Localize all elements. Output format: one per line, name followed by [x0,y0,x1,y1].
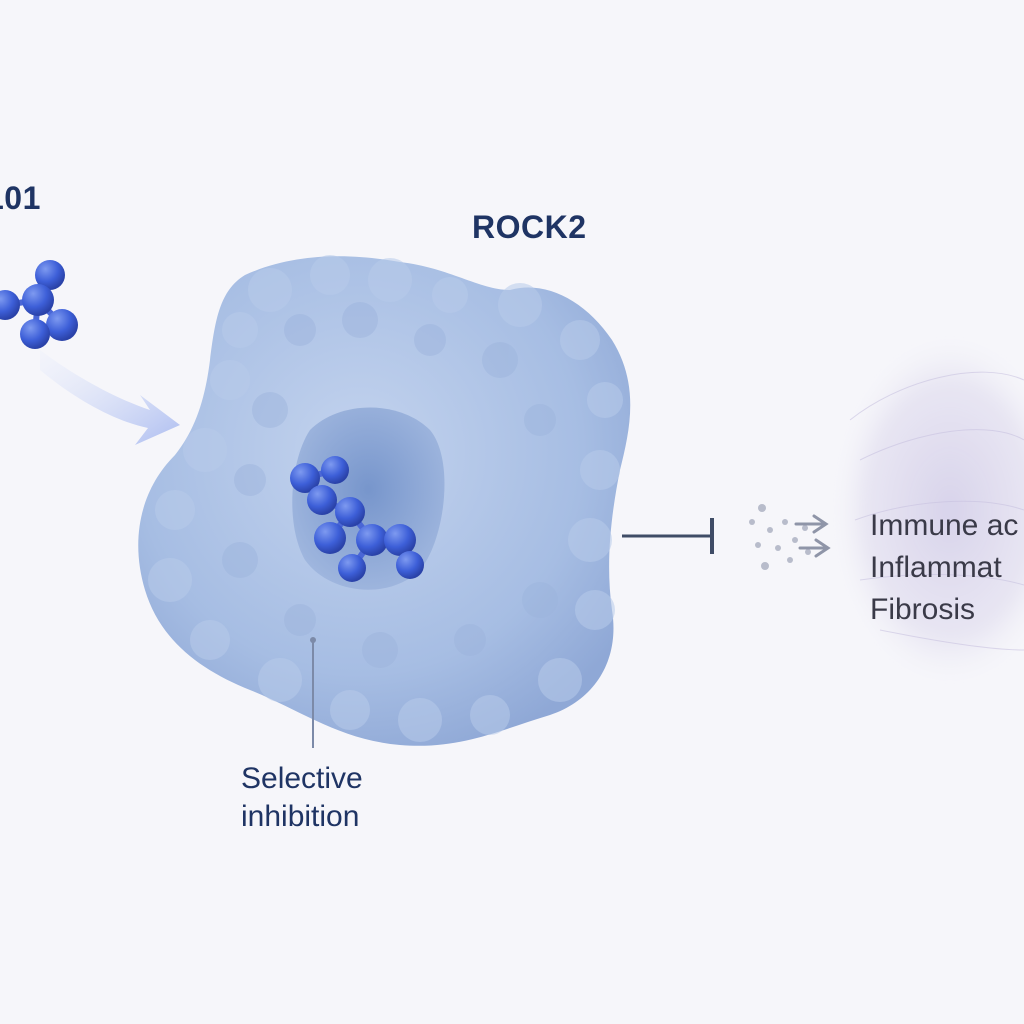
signal-particles [749,504,811,570]
downstream-effects-list: Immune ac Inflammat Fibrosis [870,505,1018,631]
rock2-protein [138,255,631,746]
selective-inhibition-line1: Selective [241,762,363,795]
effect-inflammation: Inflammat [870,551,1002,584]
bound-inhibitor [290,456,424,582]
effect-immune: Immune ac [870,509,1019,542]
target-cell [830,330,1024,690]
inhibition-symbol [622,518,714,554]
selective-inhibition-line2: inhibition [241,800,360,833]
protein-label: ROCK2 [472,209,587,245]
annotation-pointer [310,637,316,748]
drug-label: 101 [0,180,41,216]
binding-arrow [40,350,180,445]
drug-molecule [0,260,78,349]
signal-arrows [794,514,831,558]
effect-fibrosis: Fibrosis [870,593,976,626]
selective-inhibition-label: Selective inhibition [241,760,363,836]
